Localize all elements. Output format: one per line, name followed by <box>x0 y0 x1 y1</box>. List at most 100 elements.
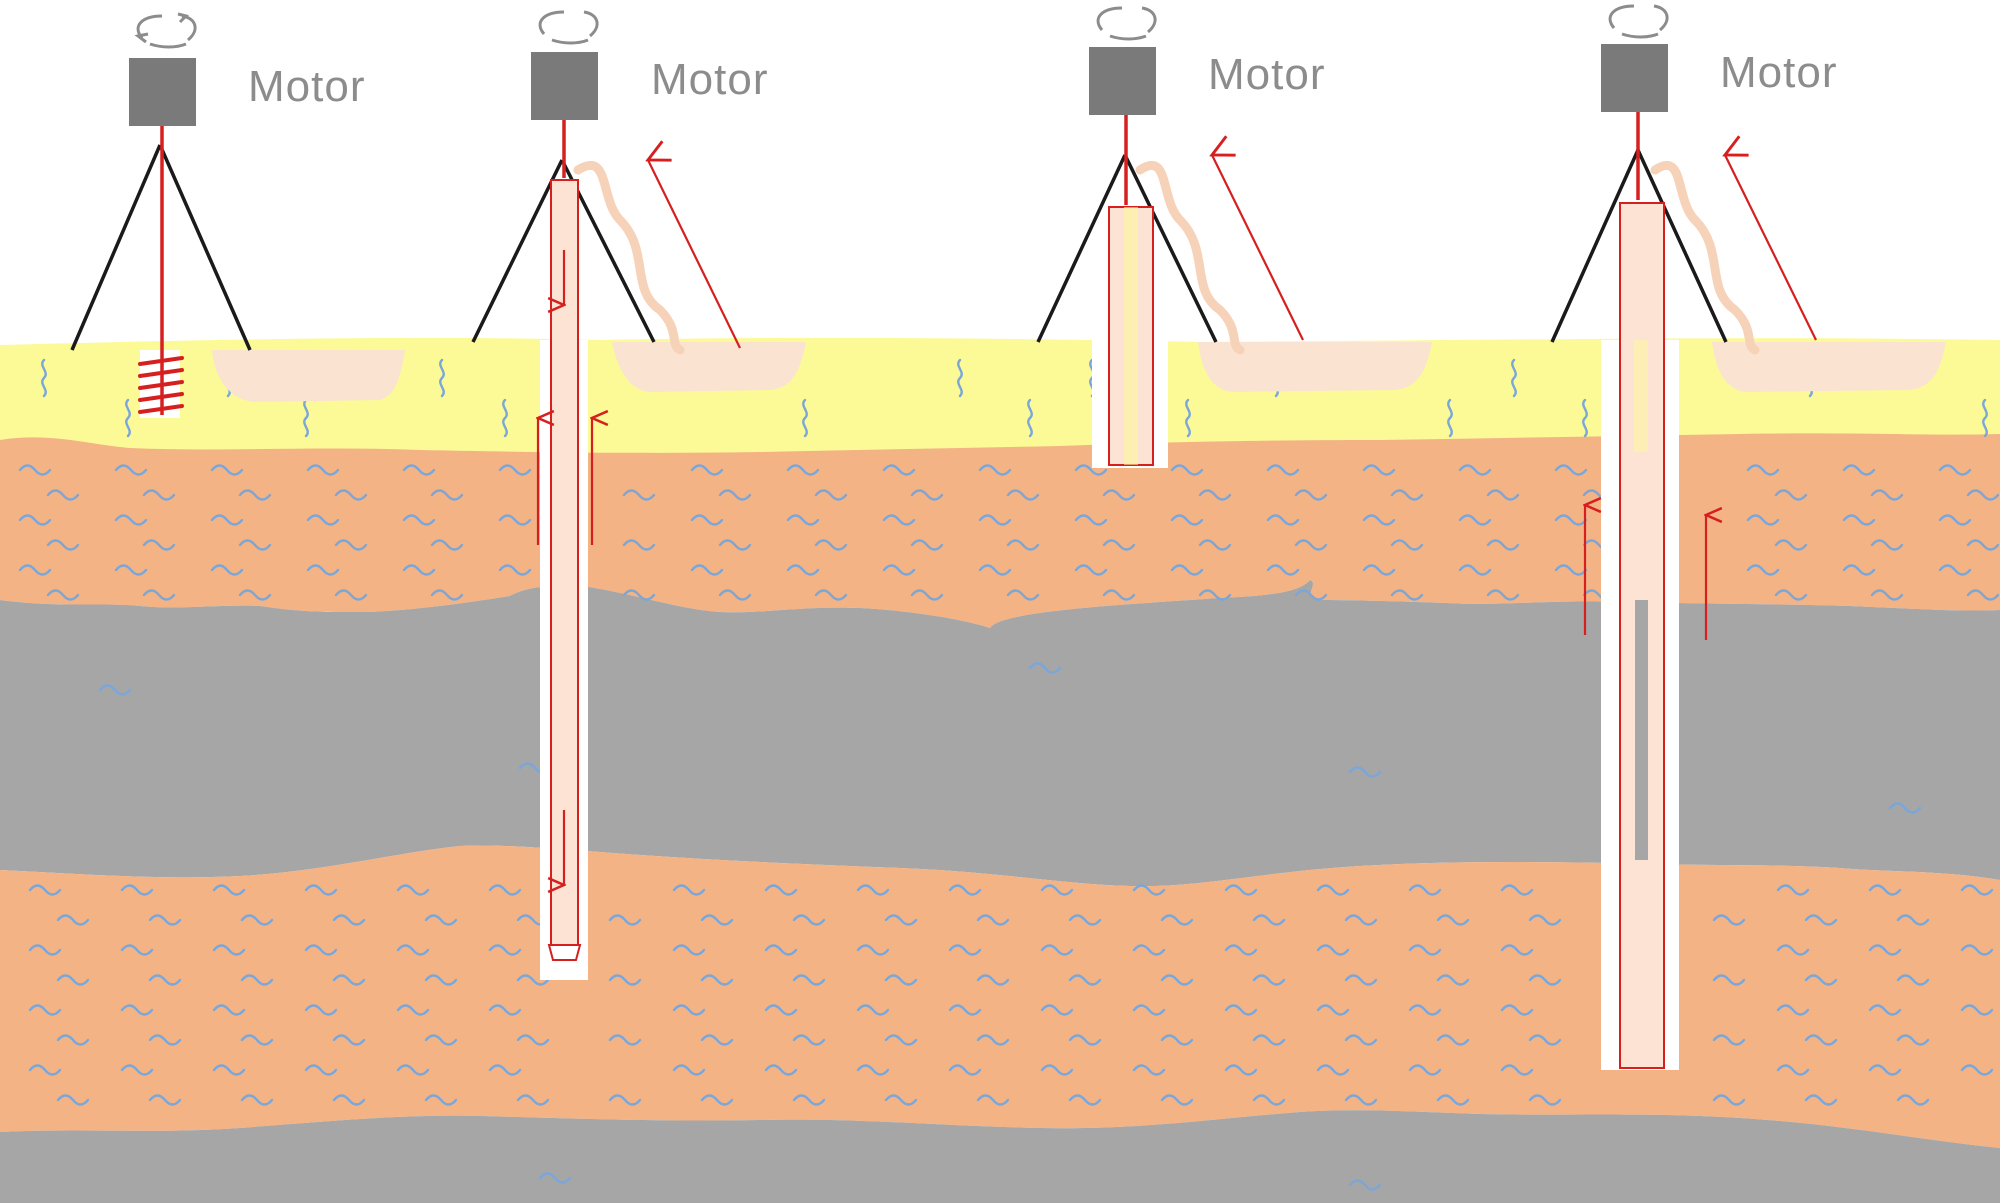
water-wave-icon <box>148 914 182 926</box>
water-wave-icon <box>1896 1094 1930 1106</box>
water-wave-icon <box>1068 1034 1102 1046</box>
water-wave-icon <box>148 1034 182 1046</box>
water-wave-icon <box>672 944 706 956</box>
water-wave-icon <box>786 464 820 476</box>
water-wave-icon <box>306 564 340 576</box>
water-wave-icon <box>1868 1064 1902 1076</box>
water-wave-icon <box>1362 464 1396 476</box>
water-wave-icon <box>814 489 848 501</box>
water-wave-icon <box>1198 539 1232 551</box>
water-wave-icon <box>41 358 47 398</box>
water-wave-icon <box>1068 914 1102 926</box>
water-wave-icon <box>1528 1034 1562 1046</box>
station-4-full-casing <box>1550 4 1946 1070</box>
water-wave-icon <box>1458 564 1492 576</box>
water-wave-icon <box>332 974 366 986</box>
water-wave-icon <box>1938 464 1972 476</box>
water-wave-icon <box>1316 944 1350 956</box>
water-wave-icon <box>303 398 309 438</box>
water-wave-icon <box>856 1064 890 1076</box>
water-wave-icon <box>1006 539 1040 551</box>
water-wave-icon <box>56 1034 90 1046</box>
water-wave-icon <box>1040 884 1074 896</box>
water-wave-icon <box>718 489 752 501</box>
water-wave-icon <box>1348 766 1382 778</box>
water-wave-icon <box>1198 489 1232 501</box>
water-wave-icon <box>1776 884 1810 896</box>
water-wave-icon <box>978 514 1012 526</box>
water-wave-icon <box>240 1094 274 1106</box>
bottom-clay-layer <box>0 1110 2000 1203</box>
water-wave-icon <box>1486 489 1520 501</box>
water-wave-icon <box>1408 944 1442 956</box>
water-wave-icon <box>304 1064 338 1076</box>
water-wave-icon <box>884 914 918 926</box>
water-wave-icon <box>1102 489 1136 501</box>
water-wave-icon <box>1074 464 1108 476</box>
water-wave-icon <box>1316 1004 1350 1016</box>
tripod-left-leg <box>70 144 162 351</box>
water-wave-icon <box>948 944 982 956</box>
water-wave-icon <box>1746 464 1780 476</box>
water-wave-icon <box>1776 1064 1810 1076</box>
motor-icon <box>1601 44 1668 112</box>
water-wave-icon <box>1436 914 1470 926</box>
water-wave-icon <box>396 884 430 896</box>
water-wave-icon <box>1870 489 1904 501</box>
water-wave-icon <box>1868 1004 1902 1016</box>
cuttings-pit <box>212 350 405 402</box>
water-wave-icon <box>18 514 52 526</box>
rotation-icon <box>134 12 197 49</box>
water-wave-icon <box>1170 564 1204 576</box>
motor-icon <box>129 58 196 126</box>
water-wave-icon <box>424 914 458 926</box>
water-wave-icon <box>1436 1034 1470 1046</box>
motor-label-3: Motor <box>1208 50 1326 99</box>
water-wave-icon <box>210 514 244 526</box>
water-wave-icon <box>120 884 154 896</box>
station-1-auger <box>70 12 405 418</box>
upper-sand-layer <box>0 433 2000 628</box>
water-wave-icon <box>1804 914 1838 926</box>
water-wave-icon <box>424 974 458 986</box>
water-wave-icon <box>1896 1034 1930 1046</box>
water-wave-icon <box>1447 398 1453 438</box>
water-wave-icon <box>764 944 798 956</box>
water-wave-icon <box>238 539 272 551</box>
motor-label-4: Motor <box>1720 48 1838 97</box>
water-wave-icon <box>792 914 826 926</box>
water-wave-icon <box>672 1004 706 1016</box>
water-wave-icon <box>1774 539 1808 551</box>
water-wave-icon <box>1102 589 1136 601</box>
water-wave-icon <box>718 539 752 551</box>
water-wave-icon <box>1252 1034 1286 1046</box>
water-wave-icon <box>1458 514 1492 526</box>
water-wave-icon <box>622 589 656 601</box>
station-2-rotary <box>471 10 806 980</box>
casing-screen <box>1635 600 1648 860</box>
water-wave-icon <box>334 589 368 601</box>
water-wave-icon <box>910 589 944 601</box>
cuttings-pit <box>1198 342 1432 392</box>
water-wave-icon <box>424 1094 458 1106</box>
water-wave-icon <box>120 1004 154 1016</box>
water-wave-icon <box>304 1004 338 1016</box>
water-wave-icon <box>1006 489 1040 501</box>
water-wave-icon <box>430 539 464 551</box>
water-wave-icon <box>948 884 982 896</box>
water-wave-icon <box>1160 1094 1194 1106</box>
water-wave-icon <box>1938 564 1972 576</box>
water-wave-icon <box>764 884 798 896</box>
water-wave-icon <box>786 514 820 526</box>
water-wave-icon <box>1316 884 1350 896</box>
water-wave-icon <box>1528 914 1562 926</box>
water-wave-icon <box>498 464 532 476</box>
water-wave-icon <box>786 564 820 576</box>
water-wave-icon <box>46 539 80 551</box>
water-wave-icon <box>792 974 826 986</box>
water-wave-icon <box>1132 1064 1166 1076</box>
water-wave-icon <box>978 464 1012 476</box>
water-wave-icon <box>1362 564 1396 576</box>
water-wave-icon <box>882 514 916 526</box>
